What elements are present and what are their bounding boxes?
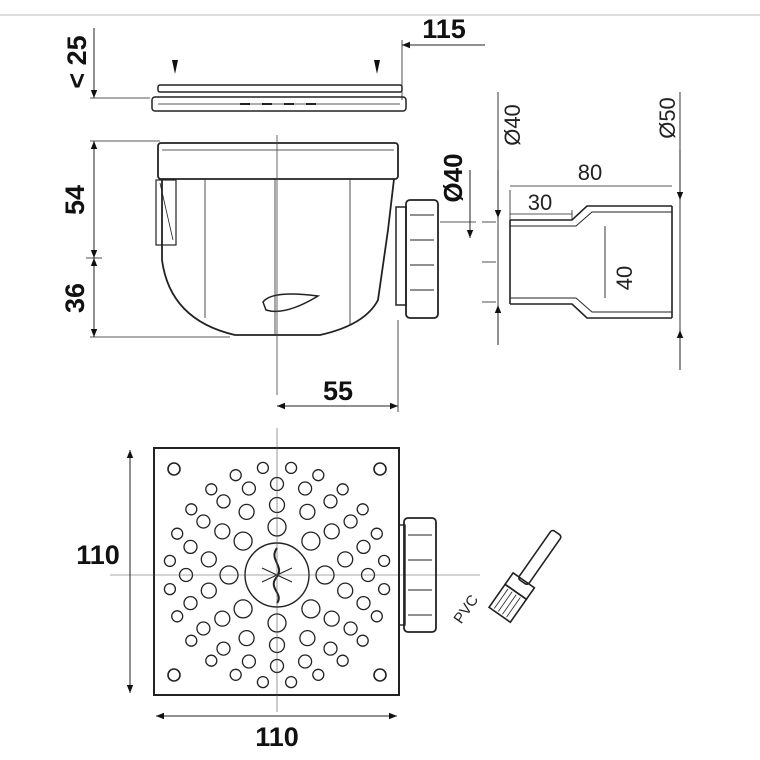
dim-cover-gap: < 25 (62, 35, 92, 88)
grate-hole (183, 595, 198, 611)
grate-hole (163, 582, 177, 596)
grate-hole (370, 527, 383, 540)
grate-hole (233, 599, 253, 619)
grate-hole (241, 481, 257, 496)
grate-hole (337, 582, 354, 599)
grate-hole (356, 595, 371, 611)
dim-pipe-outer-diameter: Ø50 (655, 97, 680, 139)
grate-hole (196, 621, 211, 636)
pipe-outline-top (510, 205, 672, 221)
grate-hole (185, 503, 198, 516)
grate-hole (205, 483, 218, 496)
grate-hole (229, 668, 242, 681)
grate-hole (171, 527, 184, 540)
grate-hole (229, 469, 242, 482)
grate-hole (185, 634, 198, 647)
grate-hole (241, 654, 257, 669)
screw-bottom-left (167, 668, 181, 682)
dim-socket-length: 30 (528, 190, 552, 215)
outlet-nut (395, 199, 439, 319)
grate-hole (299, 503, 316, 521)
marker-right (374, 60, 380, 74)
dim-top-width: 115 (422, 14, 466, 44)
grate-hole (343, 514, 358, 529)
grate-hole (370, 610, 383, 623)
grate-hole (171, 610, 184, 623)
dim-plate-width: 110 (255, 722, 299, 752)
grate-hole (312, 668, 325, 681)
grate-hole (256, 461, 270, 475)
grate-hole (216, 494, 231, 509)
grate-hole (377, 554, 391, 568)
center-logo-mark (272, 547, 281, 604)
grate-hole (323, 641, 338, 656)
pipe-outline-bottom (510, 303, 672, 319)
grate-hole (297, 654, 313, 669)
grate-hole (323, 523, 340, 540)
grate-hole (336, 483, 349, 496)
grate-hole (301, 599, 321, 619)
drain-body (155, 142, 399, 336)
grate-hole (196, 514, 211, 529)
grate-hole (238, 629, 255, 647)
dim-base-height: 36 (60, 283, 90, 313)
grate-hole (256, 675, 270, 689)
grate-hole (284, 675, 298, 689)
marker-left (172, 60, 178, 74)
glue-label: PVC (451, 592, 483, 627)
grate-hole (323, 494, 338, 509)
grate-hole (183, 539, 198, 555)
dim-pipe-inner-height: 40 (612, 266, 637, 290)
grate-hole (336, 654, 349, 667)
screw-bottom-right (373, 668, 387, 682)
top-view: 110 110 (76, 428, 480, 752)
grate-hole (377, 582, 391, 596)
dim-plate-height: 110 (76, 540, 120, 570)
grate-hole (200, 582, 217, 599)
grate-hole (205, 654, 218, 667)
dim-outlet-offset: 55 (323, 376, 353, 406)
grate-hole (200, 551, 217, 568)
grate-hole (343, 621, 358, 636)
top-outlet-nut (398, 517, 437, 633)
pipe-detail: Ø40 Ø50 80 30 40 (482, 92, 684, 370)
grate-hole (238, 503, 255, 521)
grate-hole (356, 634, 369, 647)
screw-top-right (373, 462, 387, 476)
dim-pipe-length: 80 (578, 160, 602, 185)
grate-hole (323, 610, 340, 627)
grate-hole (299, 629, 316, 647)
grate-hole (216, 641, 231, 656)
dim-pipe-inner-diameter: Ø40 (500, 104, 525, 146)
dim-body-height: 54 (60, 185, 90, 215)
drop-mark (262, 293, 321, 313)
brush-handle (518, 529, 562, 586)
grate-hole (312, 469, 325, 482)
grate-hole (163, 554, 177, 568)
screw-top-left (167, 462, 181, 476)
grate-hole (301, 531, 321, 551)
cover-plate (151, 60, 407, 112)
grate-hole (233, 531, 253, 551)
grate-hole (356, 503, 369, 516)
grate-hole (214, 610, 231, 627)
brush-bristles (487, 583, 528, 624)
grate-hole (356, 539, 371, 555)
grate-hole (284, 461, 298, 475)
pvc-glue-brush: PVC (451, 529, 562, 627)
side-view: < 25 54 36 115 Ø40 55 (60, 14, 485, 412)
grate-hole (297, 481, 313, 496)
dim-outlet-diameter: Ø40 (438, 153, 468, 202)
grate-hole (214, 523, 231, 540)
grate-hole (337, 551, 354, 568)
